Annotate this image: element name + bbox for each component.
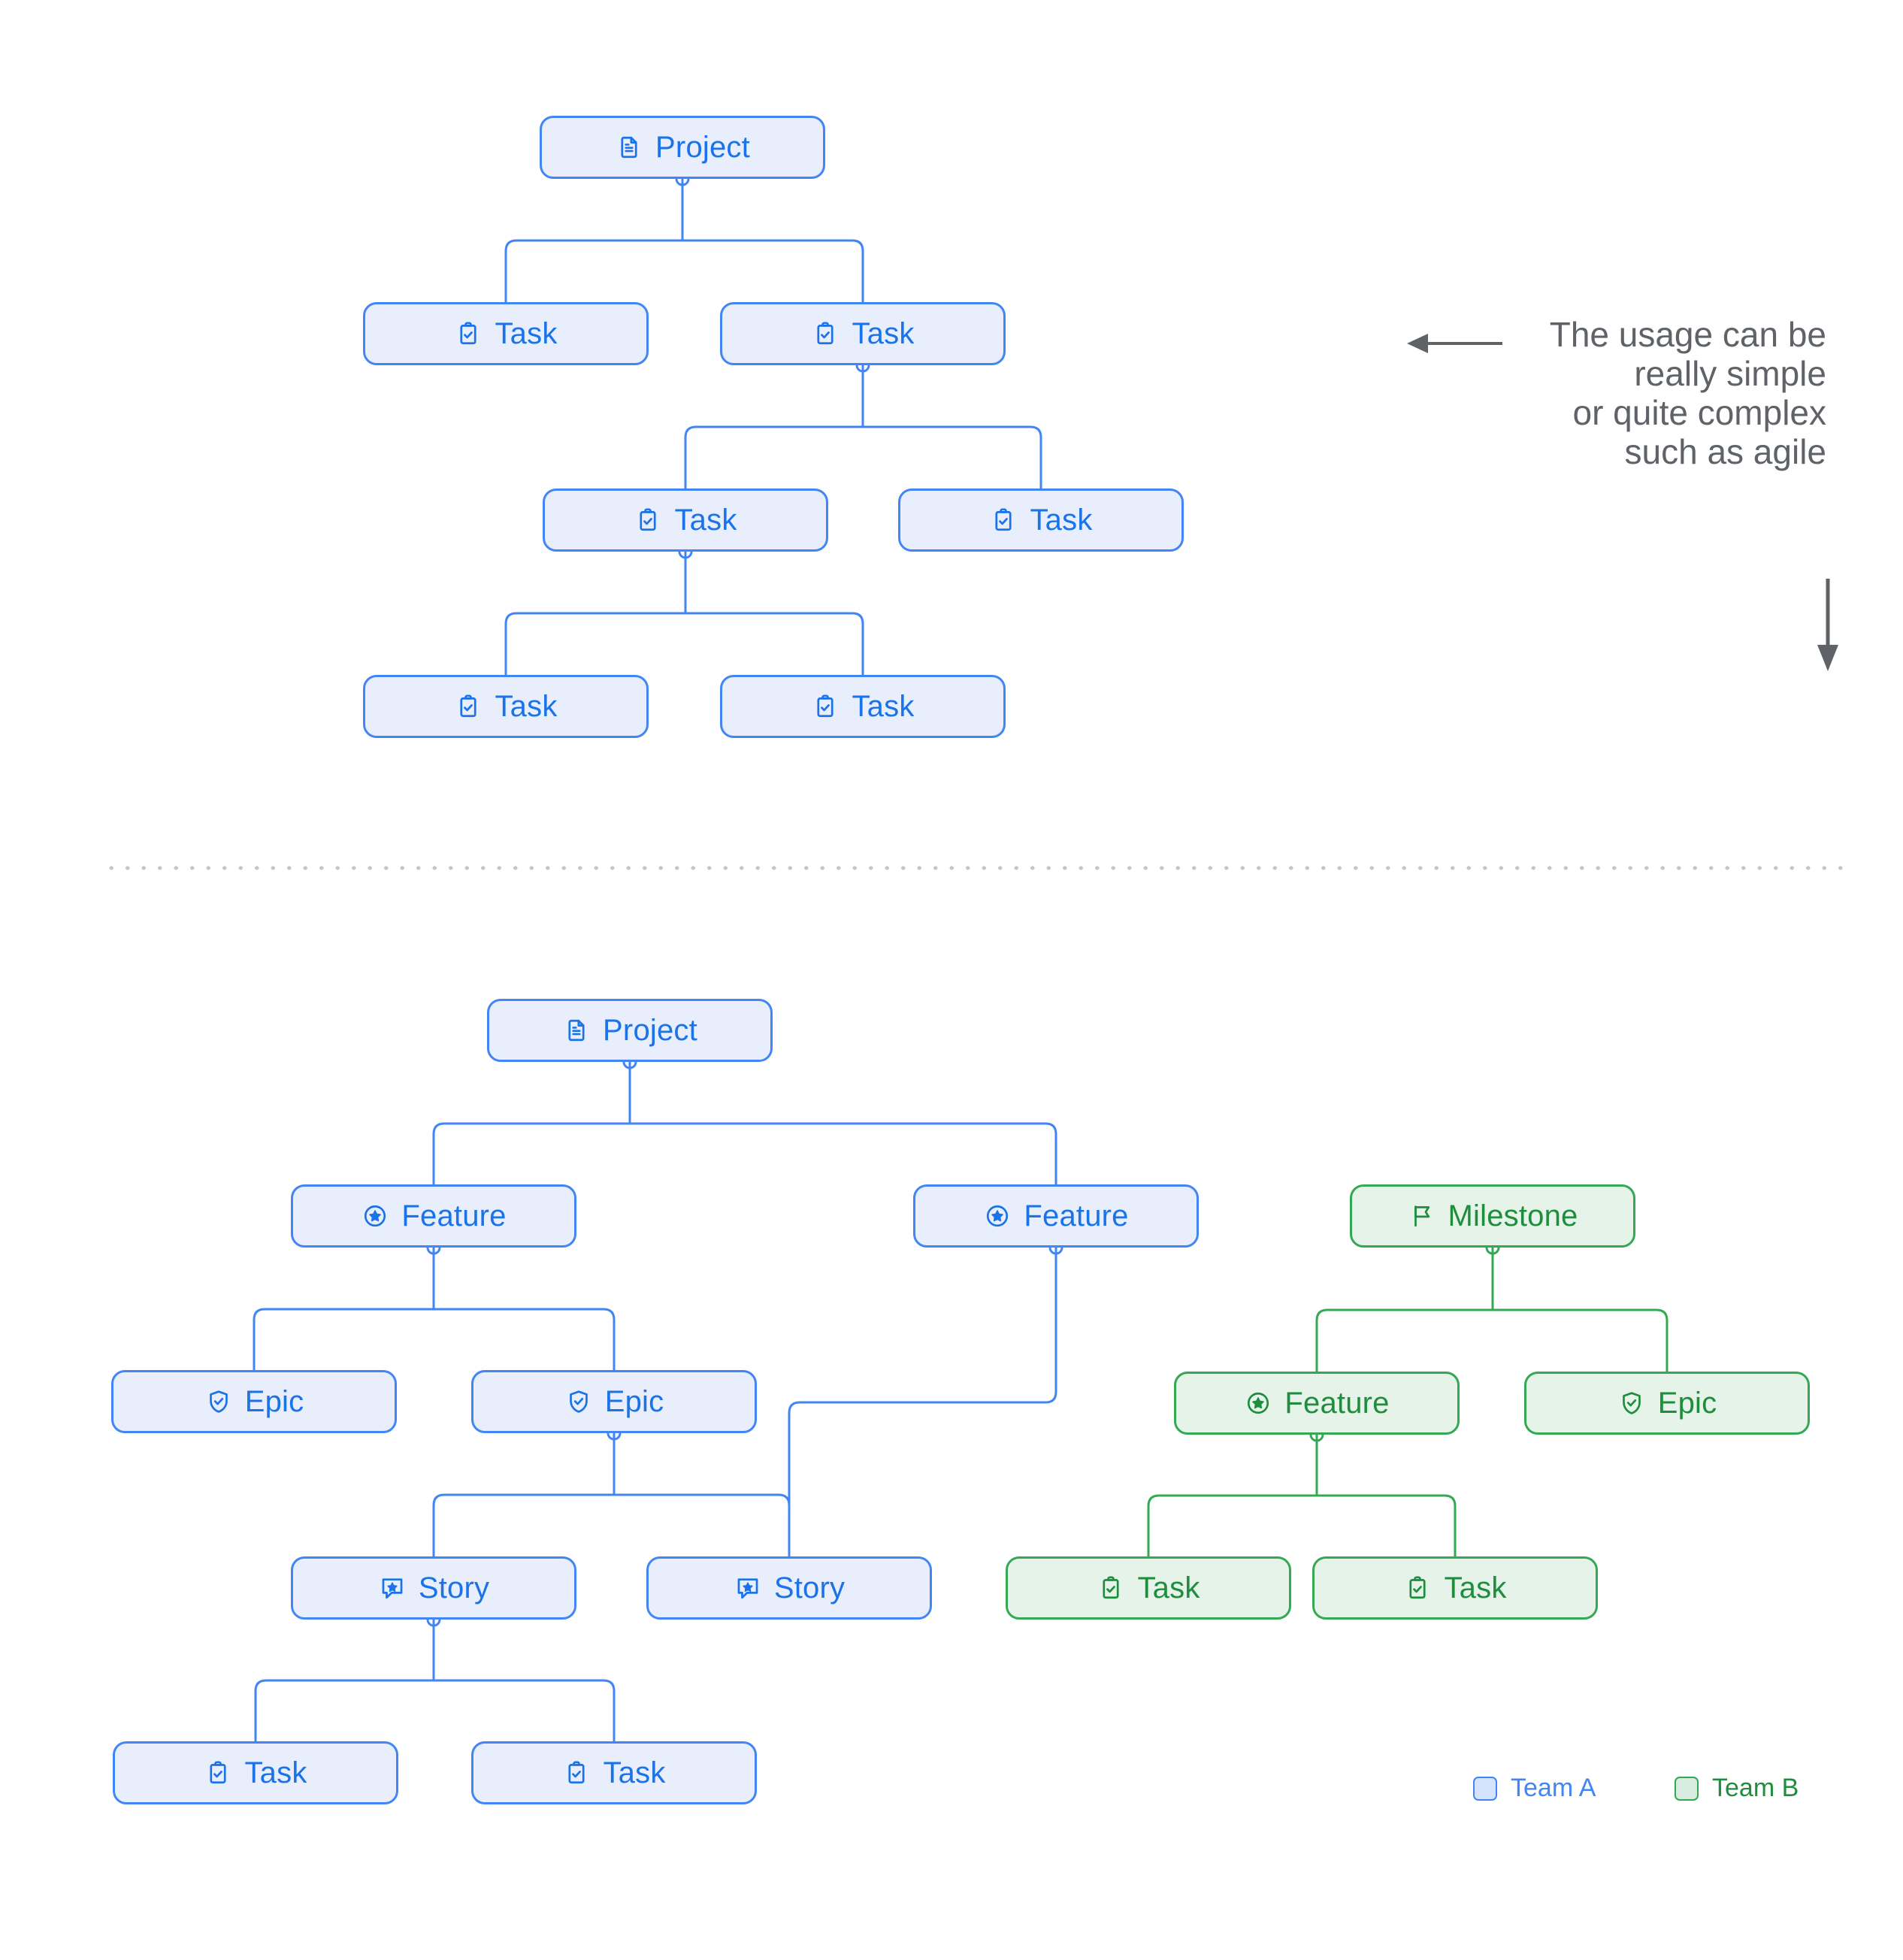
message-star-icon — [734, 1574, 762, 1602]
node-task[interactable]: Task — [720, 302, 1006, 365]
node-feature[interactable]: Feature — [913, 1184, 1199, 1248]
legend-swatch-team-a — [1473, 1776, 1497, 1801]
arrow-left-icon — [1407, 334, 1502, 353]
node-label: Task — [495, 317, 558, 350]
node-label: Task — [1137, 1571, 1200, 1605]
node-task[interactable]: Task — [720, 675, 1006, 738]
document-icon — [562, 1016, 591, 1045]
clipboard-check-icon — [454, 319, 483, 348]
edge-connector — [254, 1679, 616, 1743]
shield-check-icon — [564, 1387, 593, 1416]
node-label: Task — [1030, 504, 1093, 537]
arrow-down-icon — [1817, 579, 1838, 671]
node-task[interactable]: Task — [1312, 1556, 1598, 1620]
node-label: Task — [852, 690, 915, 723]
node-label: Epic — [244, 1385, 304, 1418]
clipboard-check-icon — [989, 506, 1018, 534]
node-epic[interactable]: Epic — [111, 1370, 397, 1433]
star-circle-icon — [361, 1202, 389, 1230]
legend-swatch-team-b — [1675, 1776, 1699, 1801]
node-label: Epic — [1657, 1387, 1717, 1420]
edge-connector — [504, 239, 864, 304]
node-label: Task — [674, 504, 737, 537]
clipboard-check-icon — [1403, 1574, 1432, 1602]
node-label: Feature — [1024, 1199, 1129, 1233]
node-feature[interactable]: Feature — [1174, 1372, 1460, 1435]
star-circle-icon — [1244, 1389, 1272, 1417]
clipboard-check-icon — [811, 692, 840, 721]
message-star-icon — [378, 1574, 407, 1602]
edge-connector — [788, 1246, 1057, 1558]
node-label: Project — [655, 131, 750, 164]
flag-icon — [1408, 1202, 1436, 1230]
node-task[interactable]: Task — [898, 488, 1184, 552]
node-label: Feature — [1284, 1387, 1390, 1420]
node-milestone[interactable]: Milestone — [1350, 1184, 1635, 1248]
clipboard-check-icon — [454, 692, 483, 721]
edge-connector — [253, 1308, 616, 1372]
node-label: Epic — [604, 1385, 664, 1418]
clipboard-check-icon — [1097, 1574, 1125, 1602]
node-epic[interactable]: Epic — [1524, 1372, 1810, 1435]
node-label: Task — [603, 1756, 666, 1789]
node-label: Project — [603, 1014, 697, 1047]
edge-connector — [1147, 1494, 1457, 1558]
legend-item-team-b[interactable]: Team B — [1675, 1774, 1799, 1803]
star-circle-icon — [983, 1202, 1012, 1230]
node-task[interactable]: Task — [543, 488, 828, 552]
node-story[interactable]: Story — [291, 1556, 576, 1620]
node-label: Task — [495, 690, 558, 723]
shield-check-icon — [204, 1387, 233, 1416]
node-feature[interactable]: Feature — [291, 1184, 576, 1248]
node-project[interactable]: Project — [540, 116, 825, 179]
edge-connector — [504, 612, 864, 676]
clipboard-check-icon — [811, 319, 840, 348]
node-task[interactable]: Task — [363, 675, 649, 738]
edge-connector — [1315, 1308, 1669, 1373]
node-project[interactable]: Project — [487, 999, 773, 1062]
node-label: Story — [773, 1571, 846, 1605]
node-label: Feature — [401, 1199, 507, 1233]
node-task[interactable]: Task — [113, 1741, 398, 1804]
document-icon — [615, 133, 643, 162]
legend-label-team-b: Team B — [1712, 1774, 1799, 1802]
node-task[interactable]: Task — [363, 302, 649, 365]
node-story[interactable]: Story — [646, 1556, 932, 1620]
node-label: Story — [418, 1571, 490, 1605]
clipboard-check-icon — [562, 1759, 591, 1787]
node-task[interactable]: Task — [471, 1741, 757, 1804]
edge-connector — [432, 1493, 791, 1558]
node-label: Task — [244, 1756, 307, 1789]
annotation-text: The usage can be really simple or quite … — [1549, 315, 1826, 471]
node-epic[interactable]: Epic — [471, 1370, 757, 1433]
node-task[interactable]: Task — [1006, 1556, 1291, 1620]
node-label: Milestone — [1448, 1199, 1578, 1233]
edge-connector — [684, 425, 1042, 490]
node-label: Task — [852, 317, 915, 350]
annotation-arrows — [1407, 334, 1838, 671]
shield-check-icon — [1617, 1389, 1646, 1417]
clipboard-check-icon — [634, 506, 662, 534]
clipboard-check-icon — [204, 1759, 232, 1787]
node-label: Task — [1444, 1571, 1507, 1605]
legend-item-team-a[interactable]: Team A — [1473, 1774, 1596, 1803]
edge-connector — [432, 1122, 1057, 1186]
legend-label-team-a: Team A — [1511, 1774, 1596, 1802]
